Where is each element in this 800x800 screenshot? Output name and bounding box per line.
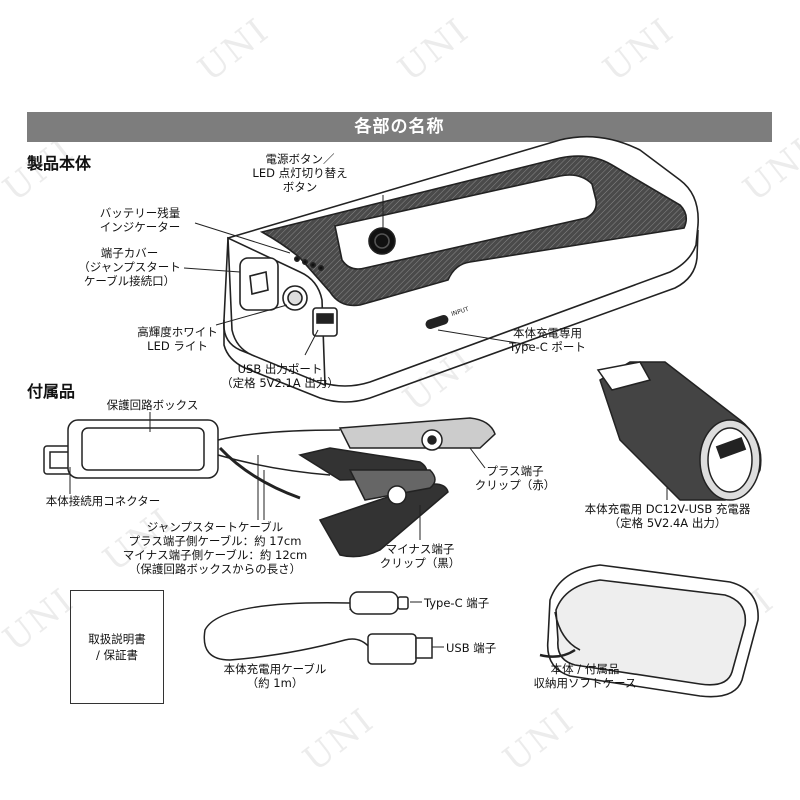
power-bank-illustration [223, 135, 699, 403]
label-minus-clip: マイナス端子クリップ（黒） [379, 542, 461, 570]
soft-case-illustration [539, 564, 759, 698]
charge-cable-illustration [203, 591, 433, 665]
label-charge-cable: 本体充電用ケーブル（約 1m） [223, 662, 327, 690]
label-typec-end: Type-C 端子 [424, 596, 490, 610]
label-soft-case: 本体 / 付属品収納用ソフトケース [533, 662, 637, 690]
label-usb-end: USB 端子 [446, 641, 497, 655]
leader-lines-main [183, 195, 531, 356]
section-title-banner: 各部の名称 [27, 112, 772, 142]
manual-and-warranty: 取扱説明書/ 保証書 [70, 590, 164, 704]
label-terminal-cover: 端子カバー（ジャンプスタートケーブル接続口） [78, 246, 181, 288]
section-main-unit: 製品本体 [27, 154, 92, 173]
jump-cable-illustration [43, 417, 496, 558]
label-car-charger: 本体充電用 DC12V-USB 充電器（定格 5V2.4A 出力） [584, 502, 751, 530]
label-plus-clip: プラス端子クリップ（赤） [474, 464, 556, 492]
label-power-button: 電源ボタン／LED 点灯切り替えボタン [252, 152, 348, 194]
car-charger-illustration [596, 361, 762, 501]
label-connector: 本体接続用コネクター [45, 494, 161, 508]
section-accessories: 付属品 [27, 382, 76, 401]
label-battery-indicator: バッテリー残量インジケーター [99, 206, 181, 234]
label-protection-box: 保護回路ボックス [106, 398, 199, 412]
label-usb-port: USB 出力ポート（定格 5V2.1A 出力） [221, 362, 339, 390]
